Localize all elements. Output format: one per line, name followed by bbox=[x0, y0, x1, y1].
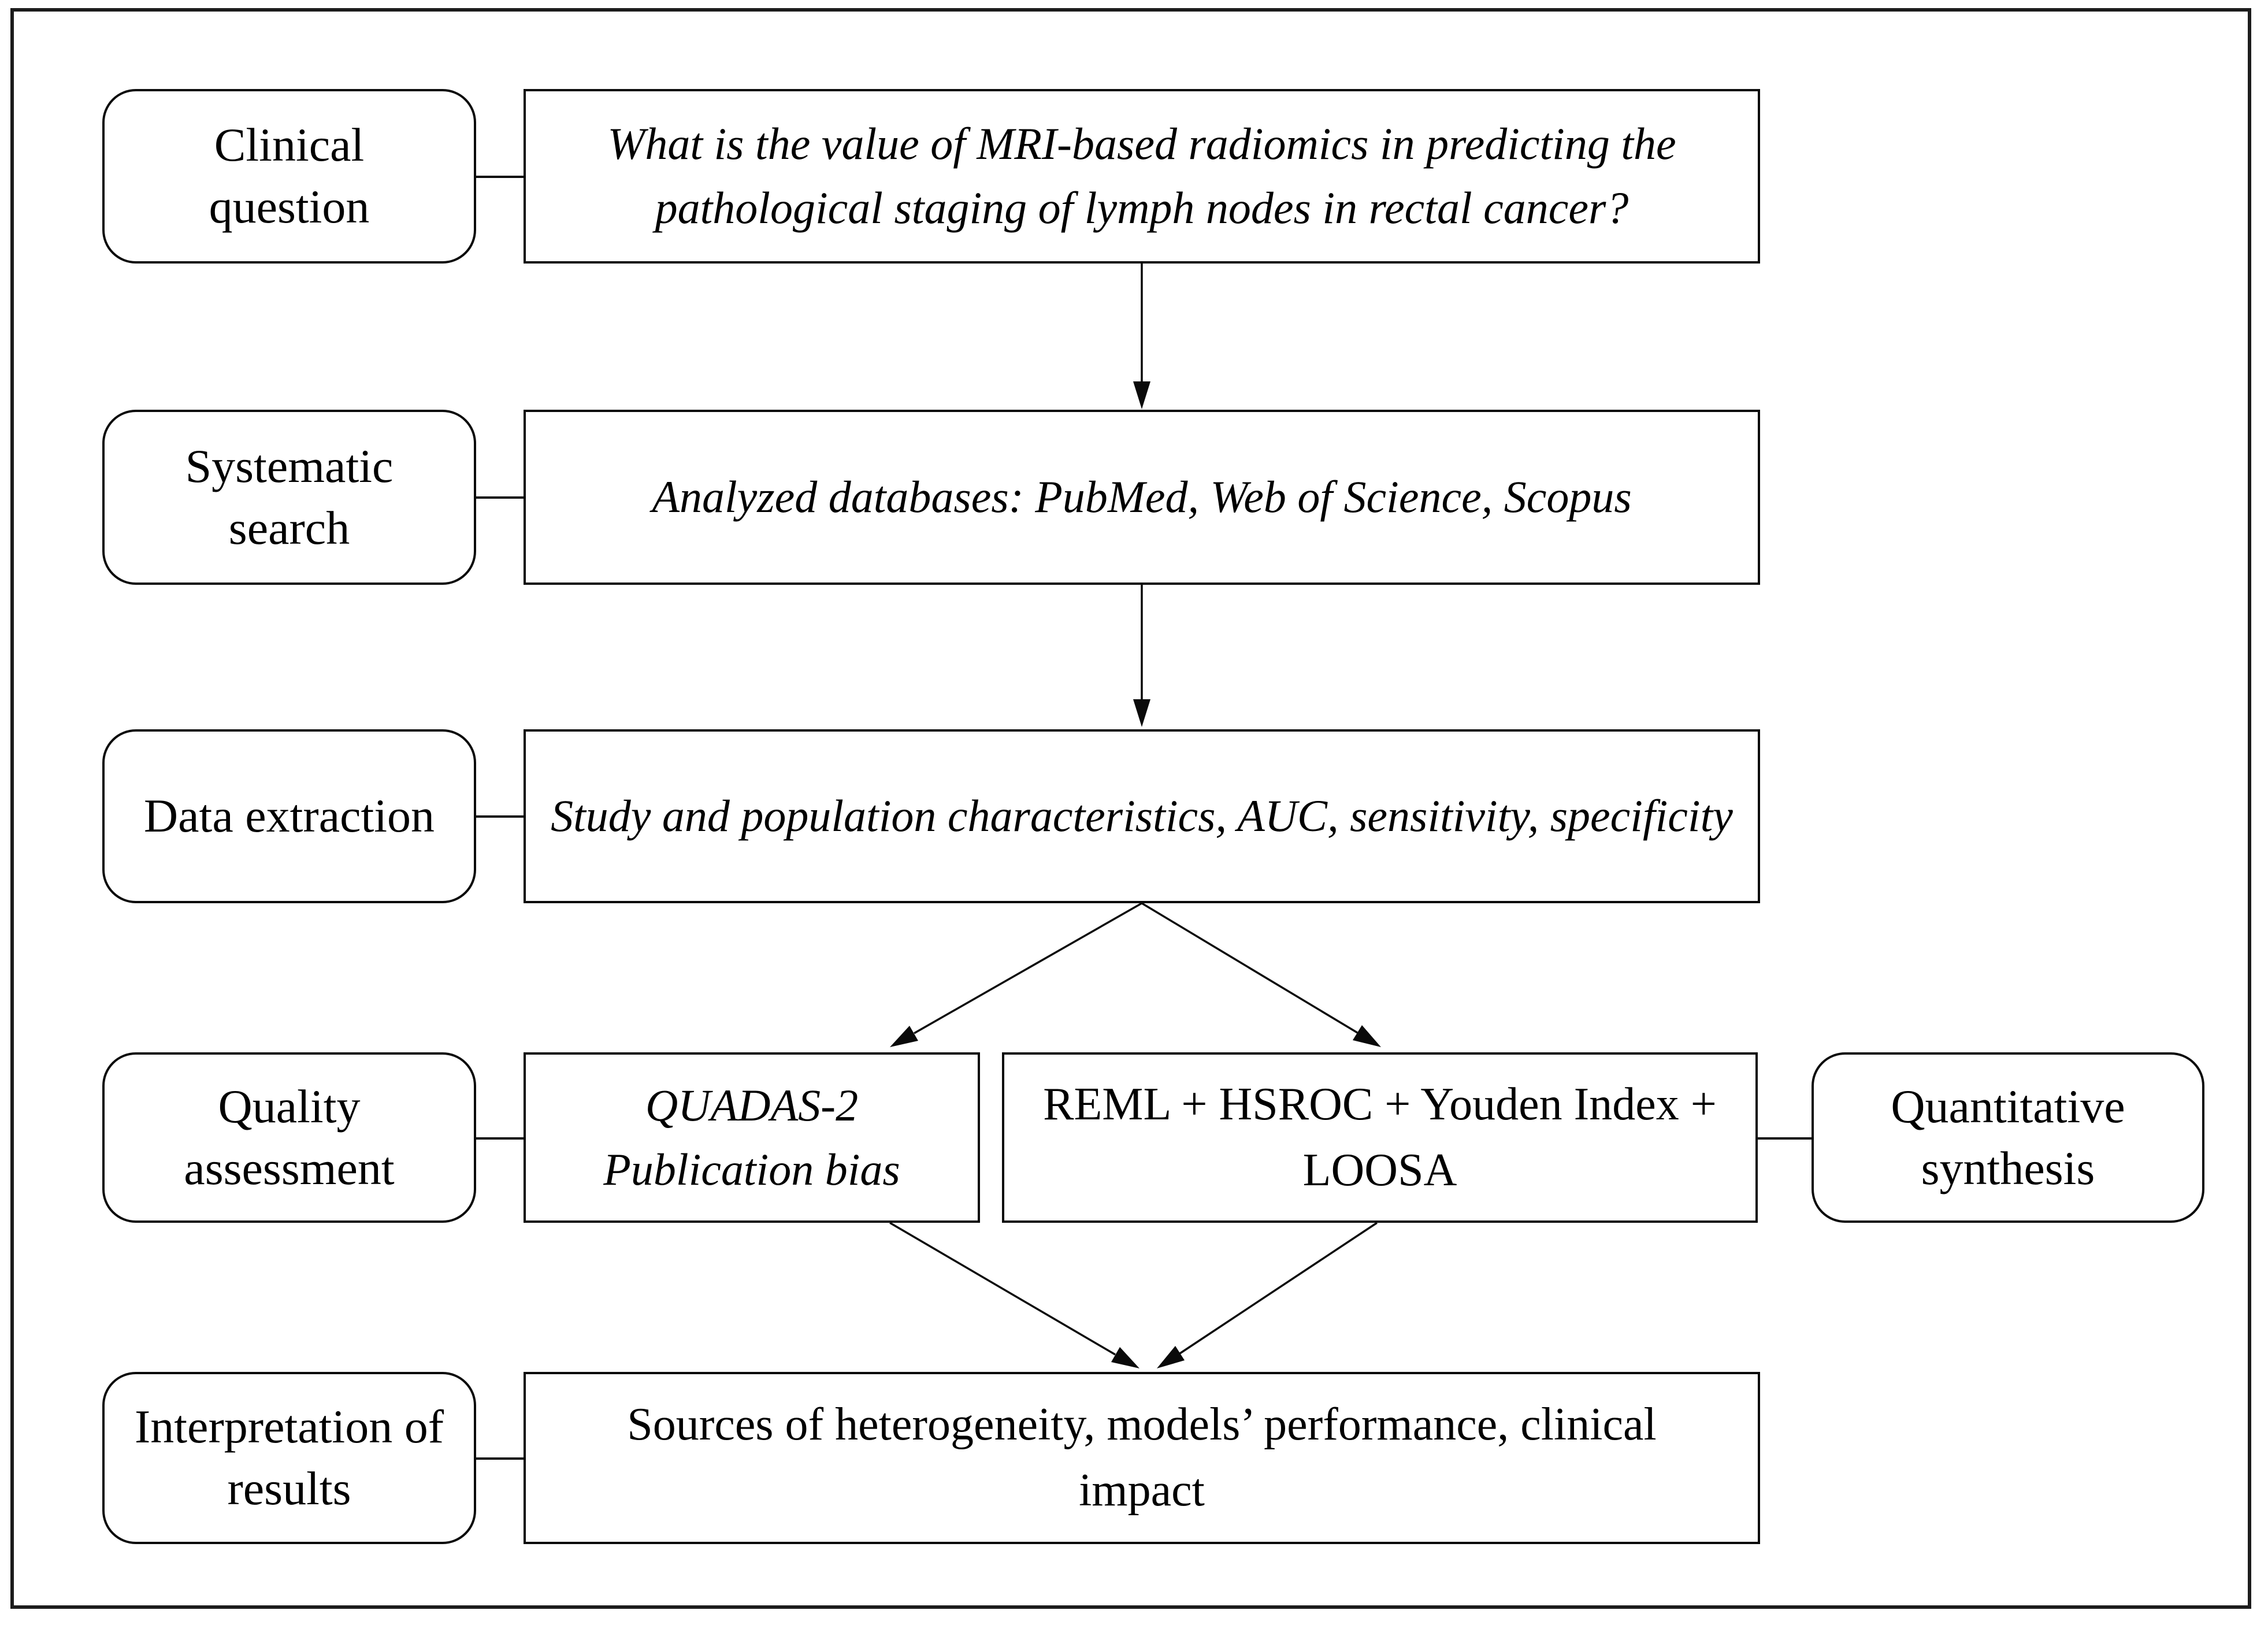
systematic-search-text-line1: Analyzed databases: PubMed, Web of Scien… bbox=[652, 472, 1632, 522]
systematic-search-label-line2: search bbox=[228, 501, 350, 554]
systematic-search-label-line1: Systematic bbox=[185, 439, 394, 492]
reml-text-line1: REML + HSROC + Youden Index + bbox=[1043, 1078, 1717, 1130]
data-extraction-content-box: Study and population characteristics, AU… bbox=[524, 729, 1760, 903]
clinical-question-text-line1: What is the value of MRI-based radiomics… bbox=[607, 118, 1676, 169]
clinical-question-content-box: What is the value of MRI-based radiomics… bbox=[524, 89, 1760, 264]
quantitative-synthesis-label-box: Quantitative synthesis bbox=[1812, 1052, 2204, 1223]
clinical-question-text-line2: pathological staging of lymph nodes in r… bbox=[655, 183, 1629, 233]
quality-assessment-label-line2: assessment bbox=[184, 1141, 395, 1194]
interpretation-text-line1: Sources of heterogeneity, models’ perfor… bbox=[627, 1399, 1657, 1450]
reml-content-box: REML + HSROC + Youden Index + LOOSA bbox=[1002, 1052, 1758, 1223]
clinical-question-label-line1: Clinical bbox=[214, 118, 365, 172]
data-extraction-text-line1: Study and population characteristics, AU… bbox=[551, 791, 1733, 841]
systematic-search-label-box: Systematic search bbox=[102, 410, 476, 585]
data-extraction-label-line1: Data extraction bbox=[143, 789, 435, 843]
interpretation-label-line2: results bbox=[227, 1462, 351, 1515]
interpretation-label-line1: Interpretation of bbox=[134, 1400, 444, 1453]
quality-assessment-label-line1: Quality bbox=[218, 1079, 361, 1133]
quadas-text-line2: Publication bias bbox=[603, 1144, 900, 1194]
systematic-search-content-box: Analyzed databases: PubMed, Web of Scien… bbox=[524, 410, 1760, 585]
data-extraction-label-box: Data extraction bbox=[102, 729, 476, 903]
clinical-question-label-line2: question bbox=[209, 180, 370, 233]
quality-assessment-label-box: Quality assessment bbox=[102, 1052, 476, 1223]
interpretation-label-box: Interpretation of results bbox=[102, 1372, 476, 1544]
quadas-content-box: QUADAS-2 Publication bias bbox=[524, 1052, 980, 1223]
clinical-question-label-box: Clinical question bbox=[102, 89, 476, 264]
interpretation-text-line2: impact bbox=[1079, 1465, 1205, 1516]
quadas-text-line1: QUADAS-2 bbox=[645, 1079, 859, 1130]
outer-frame bbox=[10, 8, 2251, 1609]
interpretation-content-box: Sources of heterogeneity, models’ perfor… bbox=[524, 1372, 1760, 1544]
reml-text-line2: LOOSA bbox=[1302, 1144, 1457, 1196]
quantitative-synthesis-label-line1: Quantitative bbox=[1891, 1079, 2125, 1133]
quantitative-synthesis-label-line2: synthesis bbox=[1921, 1141, 2095, 1194]
